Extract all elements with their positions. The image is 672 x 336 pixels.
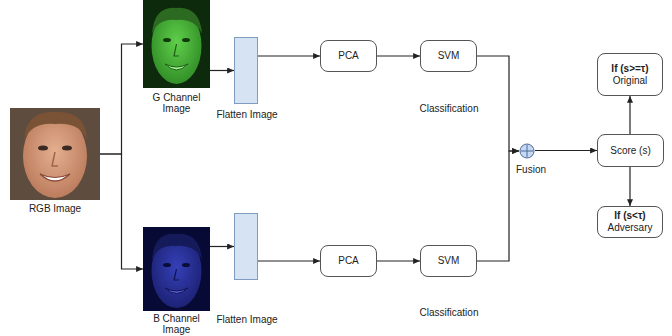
flow-arrow: [258, 260, 320, 261]
flatten-vector: Flatten Image: [234, 37, 258, 104]
plus-symbol: [521, 145, 533, 157]
node-text: SVM: [438, 50, 460, 62]
process-box: SVM: [420, 245, 477, 277]
blue-channel-photo: [143, 227, 210, 311]
node-caption: RGB Image: [10, 203, 100, 214]
node-text: PCA: [338, 255, 359, 267]
node-caption: G Channel Image: [145, 92, 209, 114]
green-channel-photo: [143, 0, 210, 88]
flow-arrow: [477, 56, 519, 151]
flow-arrow: [210, 246, 234, 247]
decision-box: If (s<τ)Adversary: [597, 206, 663, 238]
rgb-face-photo: [10, 108, 100, 200]
node-text: Adversary: [607, 222, 652, 234]
stage-label: Classification: [420, 307, 479, 319]
flow-arrow: [535, 150, 597, 151]
fusion-node: Fusion: [519, 143, 535, 159]
node-caption: B Channel Image: [145, 313, 209, 335]
node-text: If (s<τ): [614, 210, 645, 222]
flow-arrow: [629, 167, 630, 206]
process-box: PCA: [320, 245, 377, 277]
node-text: SVM: [438, 255, 460, 267]
flow-arrow: [100, 44, 143, 154]
flow-arrow: [629, 96, 630, 134]
flow-arrow: [100, 154, 143, 269]
flow-arrow: [377, 55, 420, 56]
node-text: PCA: [338, 50, 359, 62]
fusion-circle: [519, 143, 535, 159]
fusion-circle-shape: [520, 144, 534, 158]
channel-image: B Channel Image: [143, 227, 210, 311]
flow-arrow: [377, 260, 420, 261]
node-caption: Flatten Image: [207, 109, 287, 120]
flow-arrow: [477, 151, 519, 261]
flatten-vector: Flatten Image: [234, 213, 258, 280]
channel-image: G Channel Image: [143, 0, 210, 88]
input-image: RGB Image: [10, 108, 100, 200]
stage-label: Classification: [420, 103, 479, 115]
process-box: SVM: [420, 40, 477, 72]
decision-box: If (s>=τ)Original: [597, 53, 663, 96]
process-box: PCA: [320, 40, 377, 72]
score-box: Score (s): [597, 134, 664, 167]
node-text: If (s>=τ): [611, 63, 648, 75]
flow-arrow: [210, 70, 234, 71]
node-text: Score (s): [610, 145, 651, 157]
node-caption: Flatten Image: [207, 314, 287, 325]
node-caption: Fusion: [506, 164, 556, 175]
flow-arrow: [258, 55, 320, 56]
node-text: Original: [613, 75, 647, 87]
